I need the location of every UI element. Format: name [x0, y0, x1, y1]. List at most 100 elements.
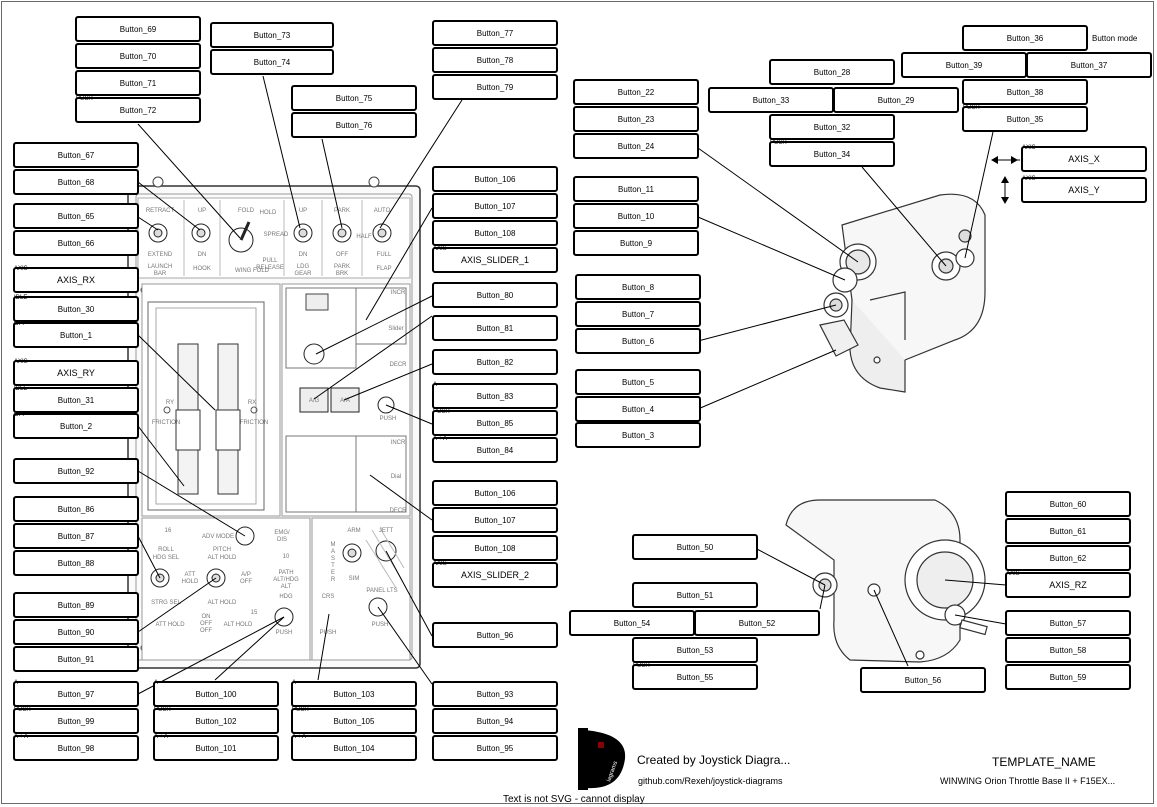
panel-label-fold: FOLD — [238, 208, 255, 214]
callout-button-105: Button_105 — [291, 708, 417, 734]
callout-tag: AXIS — [1006, 571, 1020, 577]
callout-button-98: Button_98 — [13, 735, 139, 761]
panel-label-alt-hold3: ALT HOLD — [224, 622, 253, 628]
callout-tag: AXIS — [14, 266, 28, 272]
callout-button-82: Button_82 — [432, 349, 558, 375]
panel-label-att-hold2: ATT HOLD — [155, 622, 185, 628]
callout-tag: IDLE — [14, 295, 28, 301]
panel-label-dn1: DN — [198, 252, 207, 258]
panel-label-hold: HOLD — [260, 210, 277, 216]
panel-label-incr1: INCR — [391, 290, 406, 296]
callout-button-71: Button_71 — [75, 70, 201, 96]
callout-button-57: Button_57 — [1005, 610, 1131, 636]
panel-label-dn2: DN — [299, 252, 308, 258]
callout-button-7: Button_7 — [575, 301, 701, 327]
callout-tag: AXIS — [14, 359, 28, 365]
callout-button-53: Button_53 — [632, 637, 758, 663]
callout-button-108: Button_108 — [432, 535, 558, 561]
panel-label-jett: JETT — [379, 528, 394, 534]
callout-button-90: Button_90 — [13, 619, 139, 645]
callout-button-22: Button_22 — [573, 79, 699, 105]
panel-label-panel-lts: PANEL LTS — [366, 588, 397, 594]
callout-button-60: Button_60 — [1005, 491, 1131, 517]
callout-button-58: Button_58 — [1005, 637, 1131, 663]
panel-label-park: PARK — [334, 208, 350, 214]
callout-tag: PUSH — [154, 707, 171, 713]
callout-button-23: Button_23 — [573, 106, 699, 132]
callout-button-86: Button_86 — [13, 496, 139, 522]
callout-button-92: Button_92 — [13, 458, 139, 484]
callout-button-106: Button_106 — [432, 480, 558, 506]
callout-button-79: Button_79 — [432, 74, 558, 100]
callout-tag: AXIS — [433, 246, 447, 252]
callout-tag: A + A — [433, 436, 448, 442]
callout-button-35: Button_35 — [962, 106, 1088, 132]
callout-axis-x: AXIS_X — [1021, 146, 1147, 172]
callout-button-3: Button_3 — [575, 422, 701, 448]
panel-label-hook: HOOK — [193, 266, 211, 272]
panel-label-half: HALF — [356, 234, 372, 240]
callout-button-85: Button_85 — [432, 410, 558, 436]
callout-tag: OFF — [14, 412, 26, 418]
callout-lines — [137, 75, 1020, 695]
panel-label-wing-fold: WING FOLD — [235, 268, 270, 274]
panel-label-flap: FLAP — [376, 266, 391, 272]
callout-button-77: Button_77 — [432, 20, 558, 46]
callout-button-29: Button_29 — [833, 87, 959, 113]
callout-tag: A - — [292, 680, 300, 686]
panel-label-pitch: PITCH — [213, 547, 231, 553]
callout-button-62: Button_62 — [1005, 545, 1131, 571]
callout-axis-slider-2: AXIS_SLIDER_2 — [432, 562, 558, 588]
callout-button-74: Button_74 — [210, 49, 334, 75]
panel-label-hdg: HDG — [279, 594, 293, 600]
callout-button-107: Button_107 — [432, 193, 558, 219]
panel-label-decr1: DECR — [389, 362, 407, 368]
callout-button-9: Button_9 — [573, 230, 699, 256]
callout-button-4: Button_4 — [575, 396, 701, 422]
panel-label-sim: SIM — [349, 576, 360, 582]
panel-label-strg-sel: STRG SEL — [151, 600, 181, 606]
callout-button-107: Button_107 — [432, 507, 558, 533]
throttle-base-top — [819, 193, 986, 393]
callout-button-2: Button_2 — [13, 413, 139, 439]
callout-button-37: Button_37 — [1026, 52, 1152, 78]
callout-button-24: Button_24 — [573, 133, 699, 159]
callout-button-72: Button_72 — [75, 97, 201, 123]
panel-label-n15: 15 — [251, 610, 258, 616]
template-name: TEMPLATE_NAME — [992, 755, 1096, 769]
github-link[interactable]: github.com/Rexeh/joystick-diagrams — [638, 776, 783, 786]
throttle-section — [141, 283, 281, 517]
callout-tag: A + A — [154, 734, 169, 740]
callout-tag: A - — [154, 680, 162, 686]
switch-section — [137, 197, 411, 279]
callout-button-66: Button_66 — [13, 230, 139, 256]
callout-button-55: Button_55 — [632, 664, 758, 690]
callout-button-78: Button_78 — [432, 47, 558, 73]
callout-button-61: Button_61 — [1005, 518, 1131, 544]
panel-label-slider: Slider — [388, 326, 403, 332]
panel-label-n16: 16 — [165, 528, 172, 534]
callout-button-39: Button_39 — [901, 52, 1027, 78]
slider-button — [303, 343, 325, 365]
panel-label-decr2: DECR — [389, 508, 407, 514]
callout-tag: PUSH — [292, 707, 309, 713]
callout-tag: PUSH — [633, 663, 650, 669]
panel-label-auto: AUTO — [374, 208, 391, 214]
callout-tag: IDLE — [14, 386, 28, 392]
callout-button-1: Button_1 — [13, 322, 139, 348]
panel-label-aa: A/A — [340, 398, 350, 404]
callout-tag: PUSH — [433, 409, 450, 415]
callout-button-84: Button_84 — [432, 437, 558, 463]
callout-button-104: Button_104 — [291, 735, 417, 761]
callout-axis-ry: AXIS_RY — [13, 360, 139, 386]
panel-label-ry: RY — [166, 400, 174, 406]
panel-label-up1: UP — [198, 208, 206, 214]
callout-tag: OFF — [14, 321, 26, 327]
throttle-base-bottom — [785, 499, 988, 663]
